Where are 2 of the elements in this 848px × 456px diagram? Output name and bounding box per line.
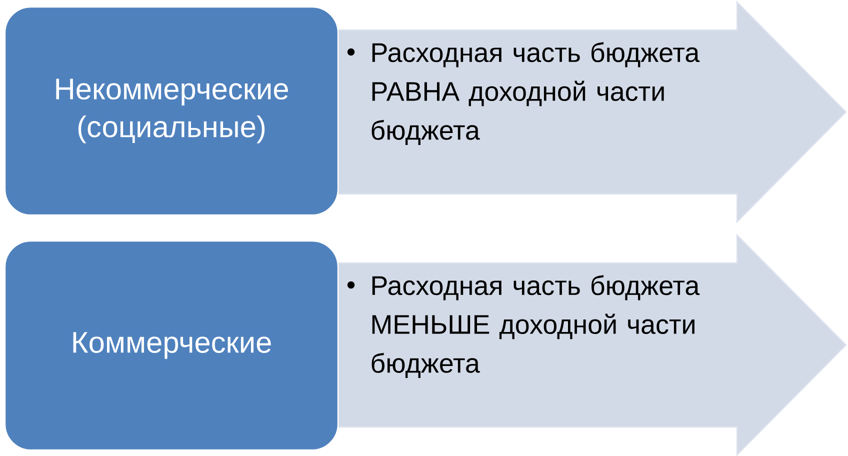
rounded-box: Некоммерческие (социальные)	[4, 6, 339, 216]
rounded-box: Коммерческие	[4, 240, 339, 451]
